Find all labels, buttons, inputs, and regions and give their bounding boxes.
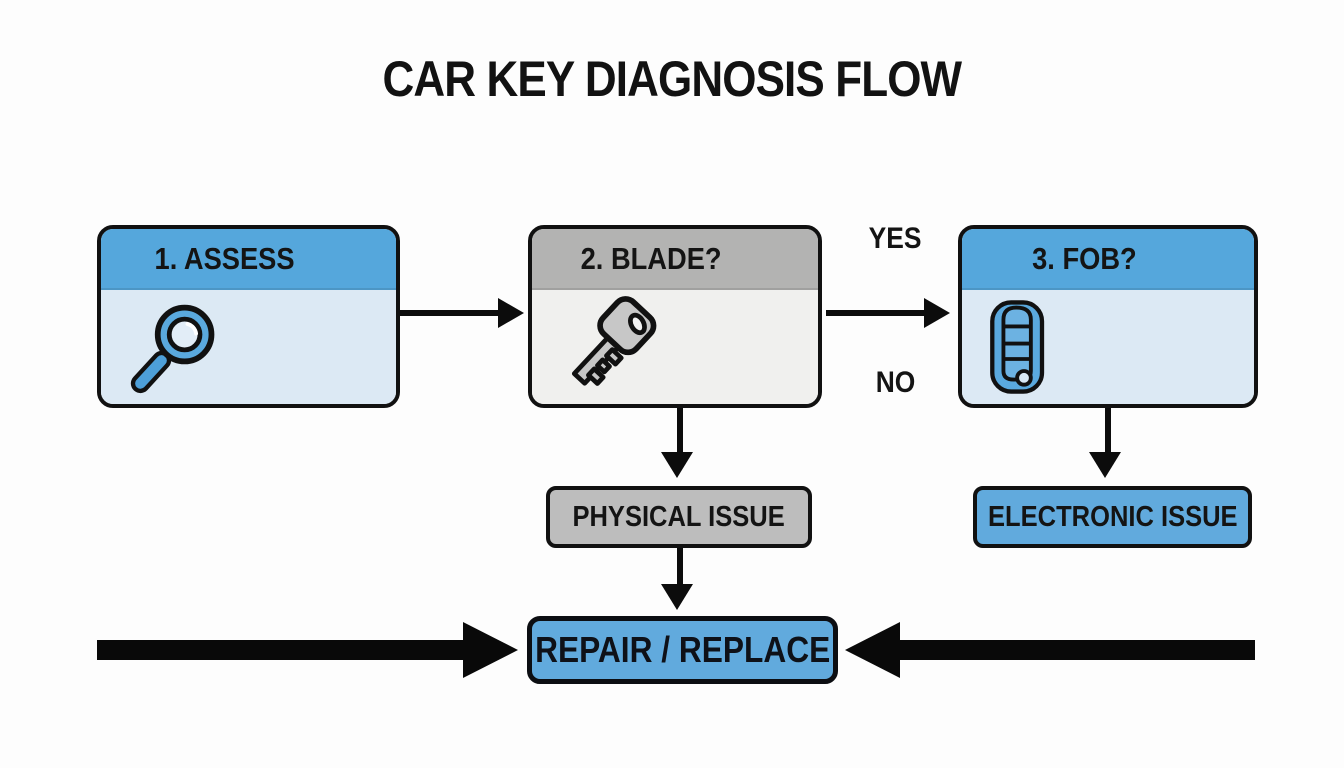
physical-issue-label: PHYSICAL ISSUE: [572, 500, 786, 533]
key-icon: [571, 296, 657, 386]
step-fob-label: 3. FOB?: [1031, 240, 1137, 276]
arrow-physical-to-repair-shaft: [677, 548, 683, 586]
page-title-text: CAR KEY DIAGNOSIS FLOW: [382, 51, 963, 107]
electronic-issue-label: ELECTRONIC ISSUE: [987, 500, 1238, 533]
arrow-assess-to-blade-head: [498, 298, 524, 328]
edge-label-yes: YES: [868, 222, 922, 255]
step-assess-body: [101, 290, 396, 404]
arrow-blade-to-physical-head: [661, 452, 693, 478]
step-assess-header: 1. ASSESS: [101, 229, 396, 290]
step-blade-label: 2. BLADE?: [580, 240, 722, 276]
step-assess-label: 1. ASSESS: [154, 240, 295, 276]
step-fob-body: [962, 290, 1254, 404]
arrow-blade-to-fob-head: [924, 298, 950, 328]
step-blade-node: 2. BLADE?: [528, 225, 822, 408]
repair-replace-node: REPAIR / REPLACE: [527, 616, 838, 684]
thick-left-arrow-shaft: [97, 640, 465, 660]
magnifier-icon: [130, 304, 215, 394]
thick-right-arrow-shaft: [900, 640, 1255, 660]
repair-replace-label: REPAIR / REPLACE: [534, 629, 831, 670]
thick-right-arrow-head: [845, 622, 900, 678]
step-blade-header: 2. BLADE?: [532, 229, 818, 290]
step-assess-node: 1. ASSESS: [97, 225, 400, 408]
arrow-blade-to-physical-shaft: [677, 408, 683, 454]
arrow-physical-to-repair-head: [661, 584, 693, 610]
arrow-blade-to-fob-shaft: [826, 310, 926, 316]
step-fob-header: 3. FOB?: [962, 229, 1254, 290]
arrow-fob-to-electronic-shaft: [1105, 408, 1111, 454]
arrow-assess-to-blade-shaft: [400, 310, 500, 316]
physical-issue-node: PHYSICAL ISSUE: [546, 486, 812, 548]
thick-left-arrow-head: [463, 622, 518, 678]
step-fob-node: 3. FOB?: [958, 225, 1258, 408]
page-title: CAR KEY DIAGNOSIS FLOW: [0, 50, 1344, 108]
electronic-issue-node: ELECTRONIC ISSUE: [973, 486, 1252, 548]
edge-label-no: NO: [875, 366, 915, 399]
step-blade-body: [532, 290, 818, 404]
arrow-fob-to-electronic-head: [1089, 452, 1121, 478]
fob-icon: [990, 300, 1045, 394]
